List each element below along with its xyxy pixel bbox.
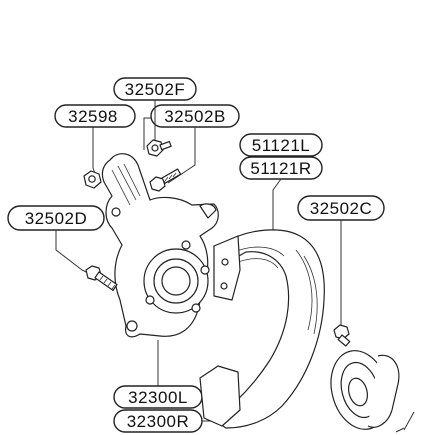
callout-32598-label: 32598 [68,107,118,126]
callout-32300R[interactable]: 32300R [113,409,203,433]
callout-51121L-label: 51121L [252,136,310,155]
bolt-32502D [85,265,118,291]
callout-32502C-label: 32502C [310,199,373,218]
callout-51121R-label: 51121R [250,159,311,178]
nut-32598 [83,170,102,189]
callout-51121R[interactable]: 51121R [239,156,323,180]
callout-32502C[interactable]: 32502C [297,195,385,221]
bolt-32502C [333,324,351,347]
callout-32502D[interactable]: 32502D [7,205,105,231]
callout-32502B[interactable]: 32502B [150,104,240,128]
steering-knuckle [101,153,219,338]
callout-32502D-label: 32502D [25,209,88,228]
bolt-32502F [146,139,172,157]
callout-32502B-label: 32502B [164,107,226,126]
callout-32300L[interactable]: 32300L [113,385,203,409]
callout-32502F-label: 32502F [125,80,186,99]
callout-51121L[interactable]: 51121L [239,133,323,157]
callout-32502F[interactable]: 32502F [113,77,197,101]
hub-bearing [330,350,415,433]
callout-32300L-label: 32300L [128,388,188,407]
callout-32598[interactable]: 32598 [54,104,136,128]
callout-32300R-label: 32300R [127,412,190,431]
dust-shield [199,229,325,429]
bolt-32502B [149,168,182,192]
